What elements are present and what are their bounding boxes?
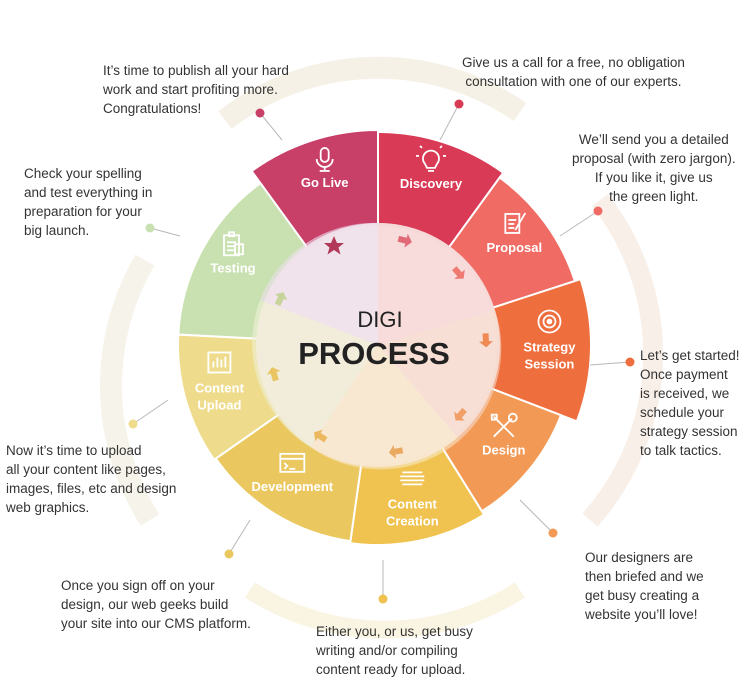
segment-label-content-upload: Upload	[197, 397, 241, 412]
text-lines-icon	[400, 471, 425, 486]
note-line: writing and/or compiling	[316, 643, 458, 658]
note-line: get busy creating a	[585, 588, 700, 603]
segment-label-content-upload: Content	[195, 380, 245, 395]
note-line: Check your spelling	[24, 166, 142, 181]
connector-dot	[454, 99, 464, 109]
note-content-creation: Either you, or us, get busy writing and/o…	[316, 622, 473, 679]
note-line: Now it’s time to upload	[6, 443, 142, 458]
note-line: If you like it, give us	[594, 170, 713, 185]
note-line: strategy session	[640, 424, 738, 439]
note-line: website you’ll love!	[585, 607, 698, 622]
note-line: to talk tactics.	[640, 443, 722, 458]
note-line: design, our web geeks build	[61, 597, 229, 612]
flow-arrow	[388, 444, 404, 459]
note-testing: Check your spelling and test everything i…	[24, 164, 152, 240]
note-line: content ready for upload.	[316, 662, 466, 677]
lightbulb-icon	[415, 145, 446, 172]
star-icon	[324, 236, 344, 255]
flow-arrow	[274, 292, 288, 307]
upload-chart-icon	[207, 351, 232, 374]
connector-dot	[593, 206, 603, 216]
note-line: big launch.	[24, 223, 90, 238]
note-line: preparation for your	[24, 204, 142, 219]
flow-arrow	[313, 429, 328, 443]
flow-arrow	[478, 333, 493, 348]
segment-label-proposal: Proposal	[487, 240, 543, 255]
note-line: Either you, or us, get busy	[316, 624, 473, 639]
note-line: the green light.	[609, 189, 699, 204]
note-line: Once you sign off on your	[61, 578, 215, 593]
outer-swirl-ring	[99, 56, 664, 639]
connector-line	[149, 227, 181, 237]
note-line: Our designers are	[585, 550, 694, 565]
note-design: Our designers are then briefed and we get …	[585, 548, 704, 624]
note-line: It’s time to publish all your hard	[103, 63, 289, 78]
connector-line	[439, 103, 460, 141]
connector-line	[259, 112, 283, 141]
flow-arrow	[397, 233, 412, 248]
inner-disc-tint	[252, 222, 502, 470]
target-icon	[537, 309, 562, 334]
connector-dot	[128, 419, 138, 429]
terminal-icon	[279, 452, 306, 473]
note-proposal: We’ll send you a detailed proposal (with …	[572, 130, 736, 206]
note-content-upload: Now it’s time to upload all your content …	[6, 441, 176, 517]
note-line: consultation with one of our experts.	[465, 74, 682, 89]
note-line: is received, we	[640, 386, 730, 401]
segment-label-strategy-session: Session	[525, 356, 575, 371]
connector-line	[559, 210, 599, 237]
note-line: and test everything in	[24, 185, 153, 200]
note-line: Let’s get started!	[640, 348, 740, 363]
connector-line	[228, 519, 251, 555]
note-line: We’ll send you a detailed	[578, 132, 729, 147]
connector-line	[589, 361, 631, 366]
note-line: Once payment	[640, 367, 728, 382]
note-line: your site into our CMS platform.	[61, 616, 251, 631]
note-connectors	[128, 99, 635, 604]
connector-dot	[378, 594, 388, 604]
note-discovery: Give us a call for a free, no obligation…	[462, 53, 685, 91]
clipboard-icon	[223, 231, 244, 257]
connector-dot	[548, 528, 558, 538]
center-title-large: PROCESS	[298, 336, 450, 371]
note-line: images, files, etc and design	[6, 481, 177, 496]
note-line: then briefed and we	[585, 569, 704, 584]
flow-arrow	[266, 367, 281, 382]
center-title-small: DIGI	[357, 307, 402, 332]
connector-line	[519, 499, 554, 534]
note-line: schedule your	[640, 405, 725, 420]
flow-arrows	[266, 233, 493, 459]
segment-label-development: Development	[251, 479, 333, 494]
connector-dot	[625, 357, 635, 367]
note-line: Give us a call for a free, no obligation	[462, 55, 685, 70]
segment-label-discovery: Discovery	[400, 176, 463, 191]
connector-line	[132, 399, 169, 425]
connector-dot	[224, 549, 234, 559]
connector-dot	[145, 223, 155, 233]
segment-label-strategy-session: Strategy	[523, 339, 576, 354]
note-line: Congratulations!	[103, 101, 202, 116]
note-go-live: It’s time to publish all your hard work a…	[103, 61, 289, 118]
segment-label-testing: Testing	[210, 260, 255, 275]
flow-arrow	[452, 266, 465, 279]
segment-label-content-creation: Creation	[386, 513, 439, 528]
microphone-icon	[315, 147, 334, 172]
note-line: web graphics.	[6, 500, 90, 515]
note-strategy-session: Let’s get started! Once payment is receive…	[640, 346, 740, 460]
note-line: work and start profiting more.	[103, 82, 278, 97]
note-line: proposal (with zero jargon).	[572, 151, 736, 166]
segment-label-go-live: Go Live	[301, 175, 349, 190]
tools-icon	[490, 412, 518, 438]
note-development: Once you sign off on your design, our web…	[61, 576, 251, 633]
flow-arrow	[454, 407, 467, 421]
connector-dot	[255, 108, 265, 118]
segment-label-content-creation: Content	[388, 496, 438, 511]
document-pen-icon	[504, 212, 527, 234]
segment-label-design: Design	[482, 443, 525, 458]
note-line: all your content like pages,	[6, 462, 166, 477]
